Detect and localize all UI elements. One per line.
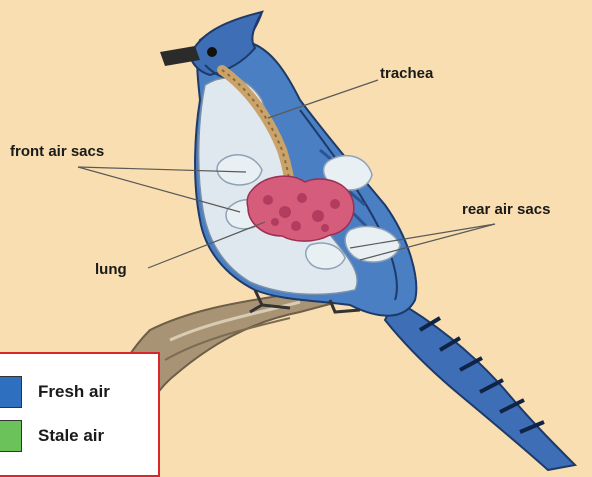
label-trachea: trachea	[380, 65, 433, 82]
legend: Fresh air Stale air	[0, 352, 160, 477]
label-rear-air-sacs: rear air sacs	[462, 201, 550, 218]
lung	[247, 176, 354, 241]
legend-fresh-air-label: Fresh air	[38, 382, 110, 402]
fresh-air-swatch	[0, 376, 22, 408]
stale-air-swatch	[0, 420, 22, 452]
legend-stale-air-label: Stale air	[38, 426, 104, 446]
label-lung: lung	[95, 261, 127, 278]
label-front-air-sacs: front air sacs	[10, 143, 104, 160]
tail	[385, 300, 575, 470]
